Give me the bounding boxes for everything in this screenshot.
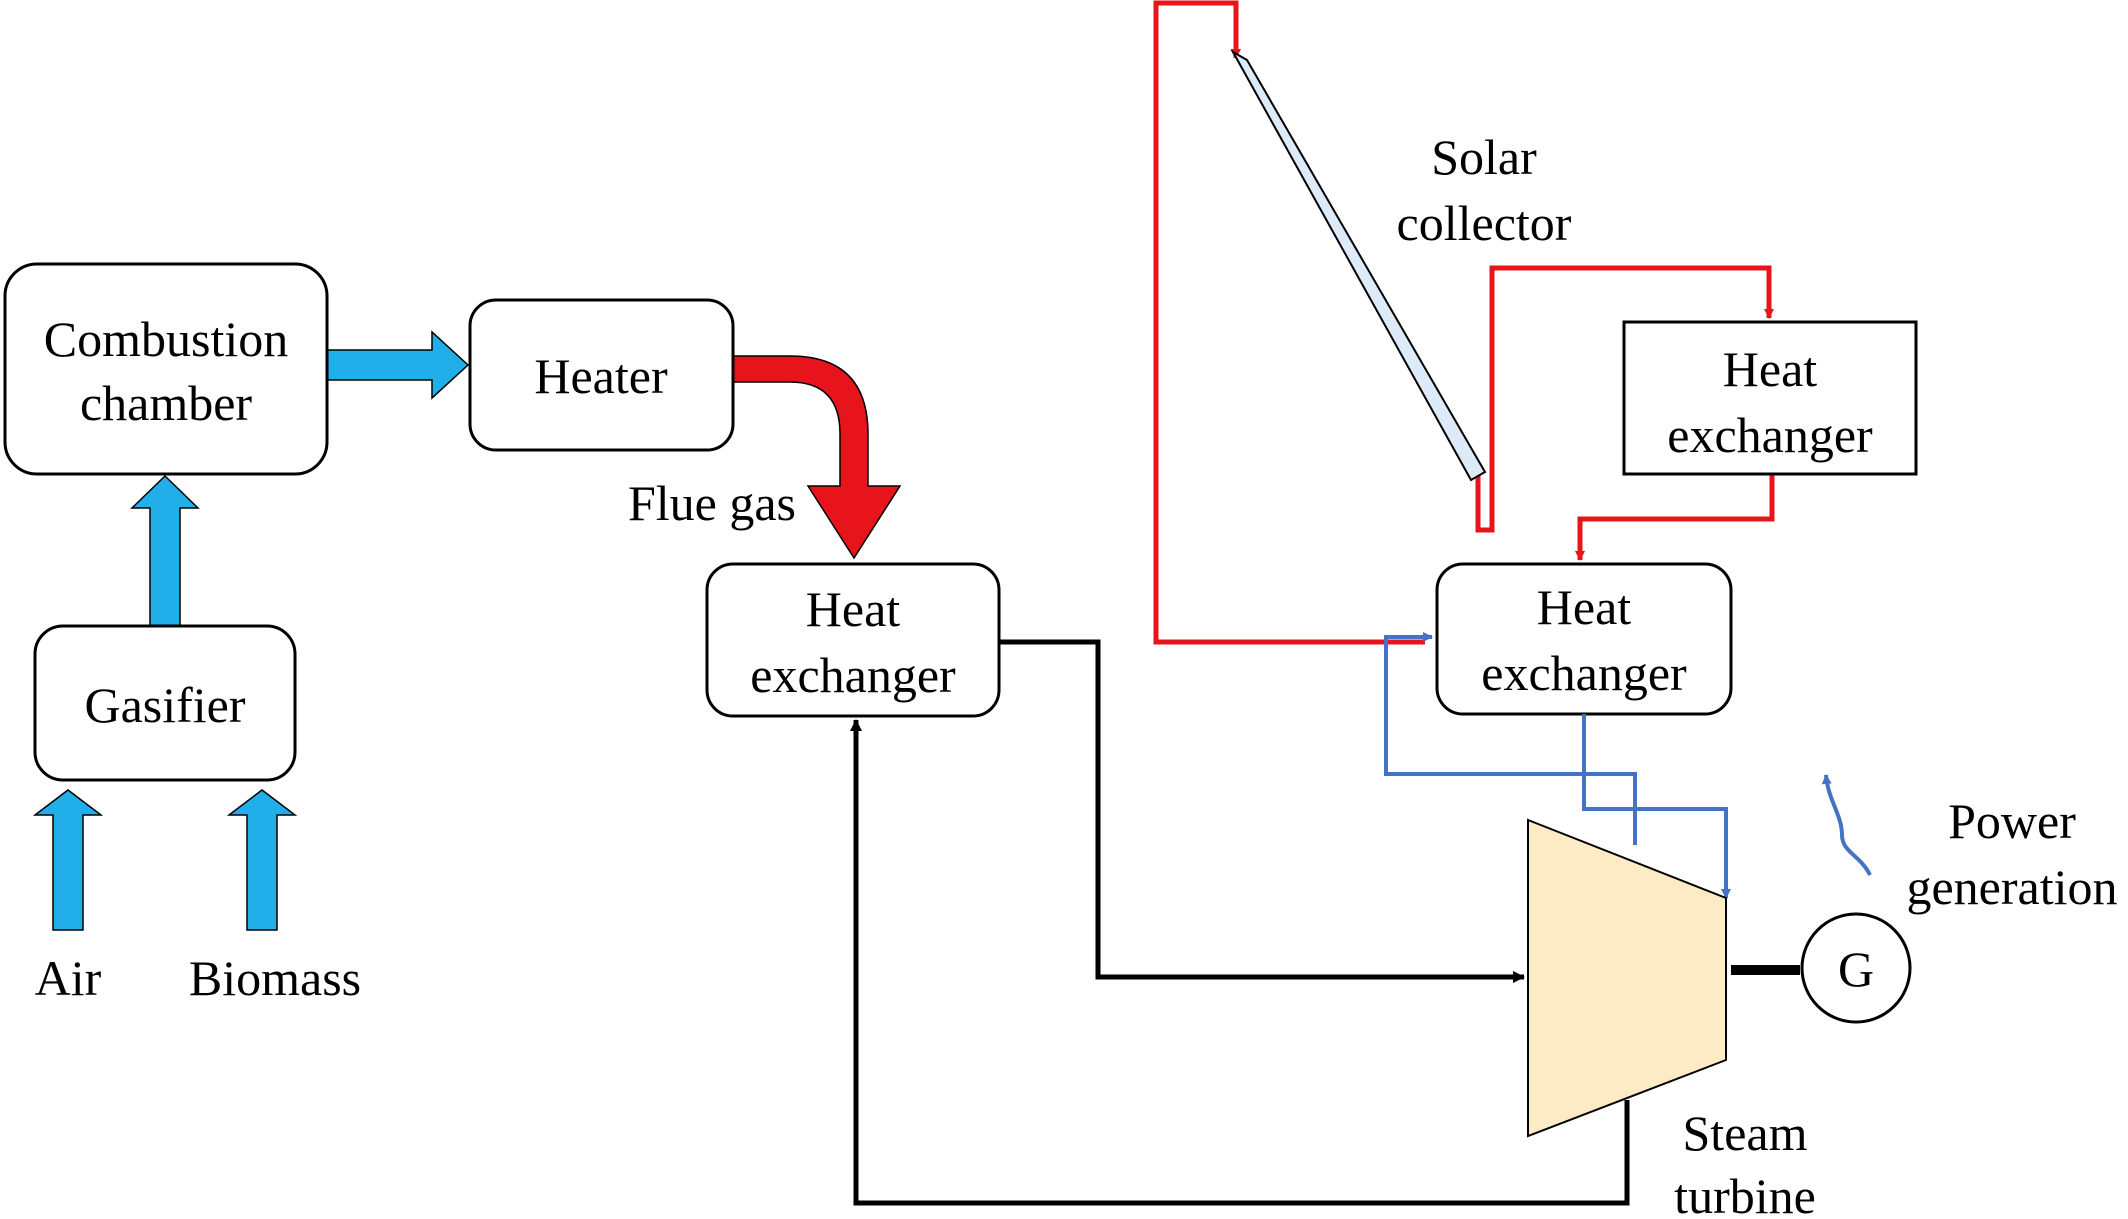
- heat-exchanger-solar-label-2: exchanger: [1481, 645, 1687, 701]
- blue-steam-extract-line: [1384, 632, 1637, 845]
- power-output-arrow: [1821, 774, 1872, 876]
- gasifier-label: Gasifier: [84, 677, 245, 733]
- condensate-return-line: [850, 719, 1630, 1206]
- solar-collector-label-1: Solar: [1431, 129, 1537, 185]
- air-inlet-arrow: [32, 789, 104, 931]
- flue-gas-arrow: [732, 355, 902, 560]
- generator-icon: [1800, 912, 1912, 1024]
- solar-collector-panel: [1230, 49, 1487, 482]
- power-generation-label-2: generation: [1906, 859, 2117, 915]
- heater-box: [468, 298, 735, 452]
- air-label: Air: [35, 950, 102, 1006]
- heat-exchanger-solar-top-label-2: exchanger: [1667, 407, 1873, 463]
- biomass-label: Biomass: [189, 950, 361, 1006]
- combustion-chamber-label-1: Combustion: [44, 311, 288, 367]
- combustion-chamber-label-2: chamber: [80, 375, 252, 431]
- solar-red-loop-left: [1153, 0, 1425, 645]
- heat-exchanger-solar-top-box: [1622, 320, 1918, 476]
- combustion-to-heater-arrow: [326, 330, 470, 400]
- heat-exchanger-flue-label-2: exchanger: [750, 647, 956, 703]
- solar-red-loop-top: [1475, 265, 1774, 533]
- blue-steam-feed-line: [1582, 714, 1731, 899]
- heat-exchanger-solar-label-1: Heat: [1537, 579, 1631, 635]
- steam-turbine: [1527, 818, 1727, 1138]
- steam-turbine-label-1: Steam: [1683, 1105, 1808, 1161]
- heat-exchanger-solar-top-label-1: Heat: [1723, 341, 1817, 397]
- gasifier-box: [33, 624, 297, 782]
- steam-line-to-turbine: [999, 639, 1525, 983]
- heat-exchanger-flue-label-1: Heat: [806, 581, 900, 637]
- generator-label: G: [1838, 941, 1874, 997]
- heater-label: Heater: [534, 348, 668, 404]
- combustion-chamber-box: [3, 262, 329, 476]
- power-generation-label-1: Power: [1948, 793, 2076, 849]
- solar-red-loop-down: [1575, 474, 1775, 561]
- biomass-inlet-arrow: [226, 789, 298, 931]
- steam-turbine-label-2: turbine: [1674, 1168, 1816, 1219]
- syngas-arrow: [130, 474, 200, 627]
- solar-collector-label-2: collector: [1397, 195, 1572, 251]
- flue-gas-label: Flue gas: [628, 475, 796, 531]
